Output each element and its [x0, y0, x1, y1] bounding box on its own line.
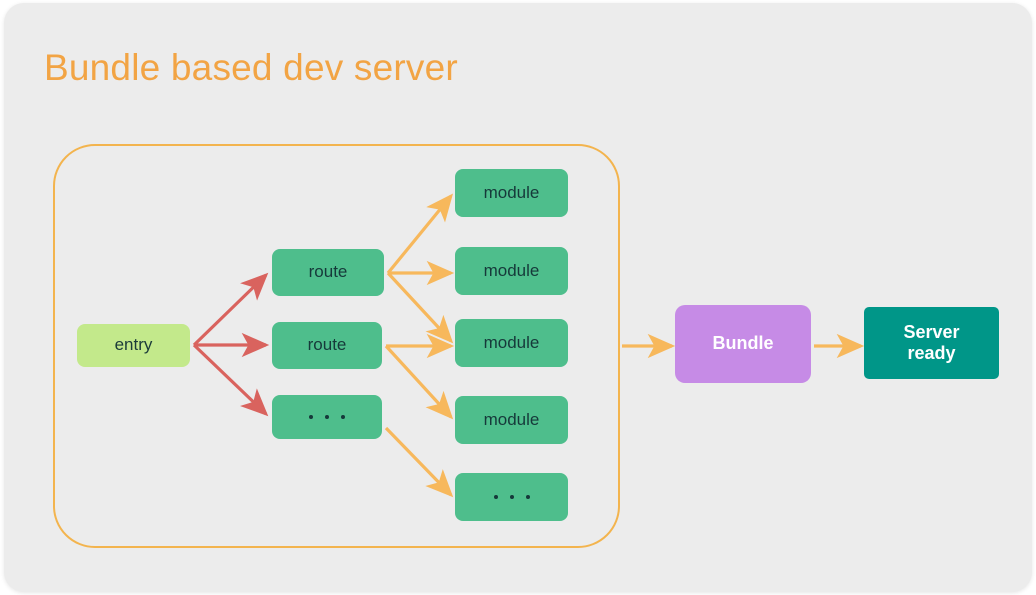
- node-module-3[interactable]: module: [455, 319, 568, 367]
- node-module-4[interactable]: module: [455, 396, 568, 444]
- diagram-card: Bundle based dev server: [4, 3, 1032, 592]
- ellipsis-glyph: [309, 415, 345, 419]
- node-server-ready-line2: ready: [907, 343, 956, 363]
- module-graph-group: [53, 144, 620, 548]
- node-server-ready[interactable]: Server ready: [864, 307, 999, 379]
- node-route-1[interactable]: route: [272, 249, 384, 296]
- ellipsis-glyph: [493, 495, 530, 499]
- node-bundle-label: Bundle: [712, 333, 774, 354]
- node-route-ellipsis[interactable]: [272, 395, 382, 439]
- node-route-1-label: route: [308, 262, 348, 282]
- node-server-ready-line1: Server: [903, 321, 960, 342]
- node-route-2[interactable]: route: [272, 322, 382, 369]
- node-module-ellipsis[interactable]: [455, 473, 568, 521]
- node-module-3-label: module: [483, 332, 540, 352]
- node-module-2[interactable]: module: [455, 247, 568, 295]
- node-module-1[interactable]: module: [455, 169, 568, 217]
- node-bundle[interactable]: Bundle: [675, 305, 811, 383]
- node-route-2-label: route: [307, 335, 347, 355]
- node-module-2-label: module: [483, 260, 540, 280]
- node-module-4-label: module: [483, 409, 540, 429]
- node-module-1-label: module: [483, 182, 540, 202]
- node-entry[interactable]: entry: [77, 324, 190, 367]
- page-title: Bundle based dev server: [44, 47, 458, 88]
- node-entry-label: entry: [114, 335, 153, 355]
